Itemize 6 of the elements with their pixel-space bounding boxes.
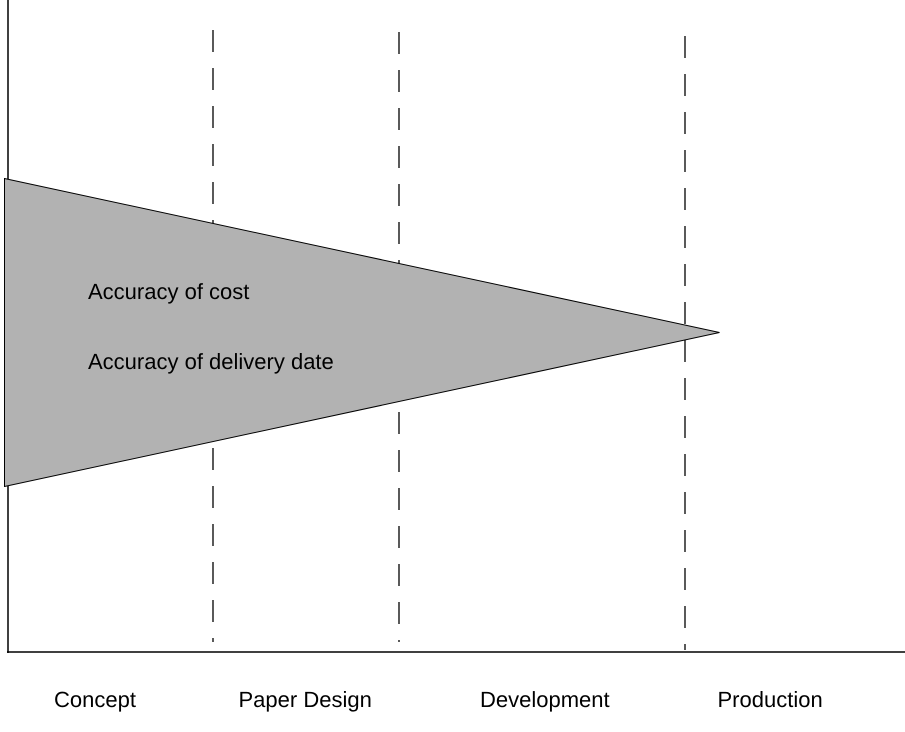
wedge-label: Accuracy of delivery date bbox=[88, 349, 334, 375]
phase-label: Development bbox=[480, 686, 610, 714]
phase-label: Production bbox=[718, 686, 823, 714]
phase-label: Paper Design bbox=[238, 686, 372, 714]
phase-label: Concept bbox=[54, 686, 136, 714]
wedge-label: Accuracy of cost bbox=[88, 279, 250, 305]
